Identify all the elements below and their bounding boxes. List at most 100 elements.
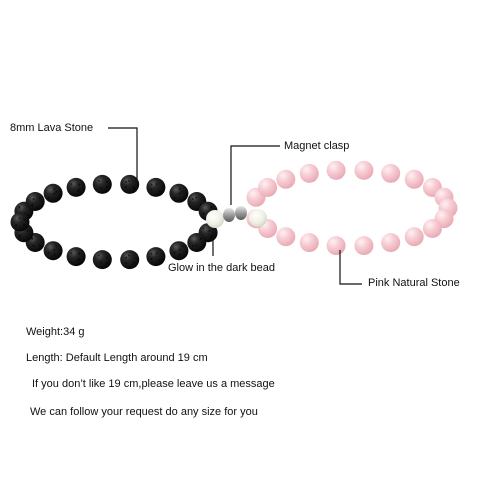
- pink-stone-label: Pink Natural Stone: [368, 277, 460, 289]
- lava-pore: [32, 198, 35, 201]
- note-text: If you don’t like 19 cm,please leave us …: [32, 378, 275, 390]
- pink-stone-bead: [299, 233, 319, 253]
- pink-stone-bead: [276, 227, 296, 247]
- lava-stone-bead: [66, 247, 86, 267]
- lava-pore: [100, 261, 102, 264]
- lava-pore: [150, 183, 153, 186]
- lava-pore: [105, 186, 108, 188]
- weight-text: Weight:34 g: [26, 326, 85, 338]
- lava-stone-bead: [120, 250, 140, 270]
- lava-pore: [181, 245, 184, 248]
- lava-pore: [47, 251, 50, 254]
- lava-pore: [23, 223, 26, 226]
- magnet-clasp: [235, 206, 247, 220]
- lava-pore: [210, 205, 213, 208]
- lava-pore: [158, 190, 161, 193]
- lava-pore: [78, 258, 81, 260]
- lava-stone-leader: [108, 127, 138, 182]
- lava-pore: [70, 183, 73, 186]
- lava-pore: [127, 179, 130, 182]
- length-text: Length: Default Length around 19 cm: [26, 352, 208, 364]
- lava-pore: [178, 188, 181, 190]
- glow-bead: [249, 209, 267, 227]
- glow-bead: [206, 210, 224, 228]
- lava-pore: [178, 248, 181, 251]
- lava-stone-bead: [43, 183, 63, 203]
- lava-pore: [105, 261, 108, 264]
- lava-stone-bead: [25, 192, 45, 211]
- pink-stone-bead: [404, 169, 424, 189]
- lava-pore: [181, 190, 184, 193]
- lava-pore: [106, 256, 108, 259]
- lava-pore: [200, 237, 203, 240]
- lava-pore: [53, 188, 56, 190]
- lava-pore: [98, 179, 100, 182]
- lava-pore: [70, 252, 73, 255]
- lava-stone-bead: [43, 241, 63, 261]
- lava-stone-bead: [66, 177, 86, 197]
- pink-stone-bead: [326, 236, 346, 256]
- lava-pore: [18, 205, 21, 208]
- lava-pore: [26, 230, 29, 232]
- lava-pore: [202, 227, 205, 230]
- pink-stone-bead: [354, 160, 374, 180]
- lava-pore: [195, 244, 198, 247]
- lava-pore: [38, 196, 41, 199]
- pink-stone-bracelet: [246, 160, 458, 256]
- magnet-clasp-beads: [206, 206, 267, 228]
- lava-pore: [47, 196, 50, 199]
- lava-pore: [53, 192, 56, 195]
- lava-pore: [125, 256, 128, 259]
- lava-pore: [38, 244, 41, 247]
- lava-pore: [195, 196, 198, 199]
- lava-pore: [53, 248, 56, 251]
- lava-pore: [191, 198, 194, 201]
- lava-pore: [210, 236, 213, 239]
- lava-pore: [202, 212, 205, 215]
- lava-pore: [210, 234, 213, 237]
- lava-pore: [18, 236, 21, 239]
- pink-stone-bead: [404, 227, 424, 247]
- lava-pore: [125, 186, 127, 188]
- lava-pore: [106, 180, 108, 183]
- pink-stone-bead: [276, 169, 296, 189]
- lava-pore: [76, 190, 79, 193]
- magnet-clasp: [223, 208, 235, 222]
- lava-pore: [98, 254, 100, 257]
- lava-pore: [133, 187, 136, 189]
- lava-pore: [32, 244, 35, 247]
- lava-pore: [78, 188, 81, 191]
- lava-stone-bead: [169, 241, 189, 261]
- magnet-clasp-leader: [230, 145, 280, 205]
- lava-pore: [150, 258, 153, 260]
- lava-stone-bead: [92, 174, 112, 194]
- lava-stone-bracelet: [10, 174, 218, 270]
- leader-lines: [108, 127, 362, 285]
- lava-stone-bead: [146, 177, 166, 197]
- lava-pore: [178, 253, 181, 256]
- lava-pore: [208, 230, 211, 232]
- lava-stone-bead: [120, 174, 140, 194]
- lava-pore: [155, 252, 158, 255]
- lava-pore: [125, 180, 128, 183]
- lava-pore: [31, 203, 34, 206]
- lava-stone-bead: [92, 250, 112, 270]
- lava-pore: [191, 244, 194, 247]
- lava-pore: [125, 261, 127, 264]
- lava-pore: [127, 254, 130, 257]
- pink-stone-bead: [381, 163, 401, 183]
- lava-pore: [100, 187, 102, 189]
- pink-stone-leader: [339, 250, 362, 285]
- lava-pore: [150, 188, 153, 191]
- custom-size-text: We can follow your request do any size f…: [30, 406, 258, 418]
- lava-pore: [173, 196, 176, 199]
- pink-stone-bead: [258, 178, 278, 197]
- lava-stone-bead: [10, 212, 30, 232]
- lava-pore: [150, 252, 153, 255]
- glow-bead-label: Glow in the dark bead: [168, 262, 276, 274]
- lava-pore: [78, 183, 81, 186]
- lava-pore: [76, 259, 79, 262]
- lava-pore: [155, 183, 158, 186]
- lava-pore: [23, 218, 26, 221]
